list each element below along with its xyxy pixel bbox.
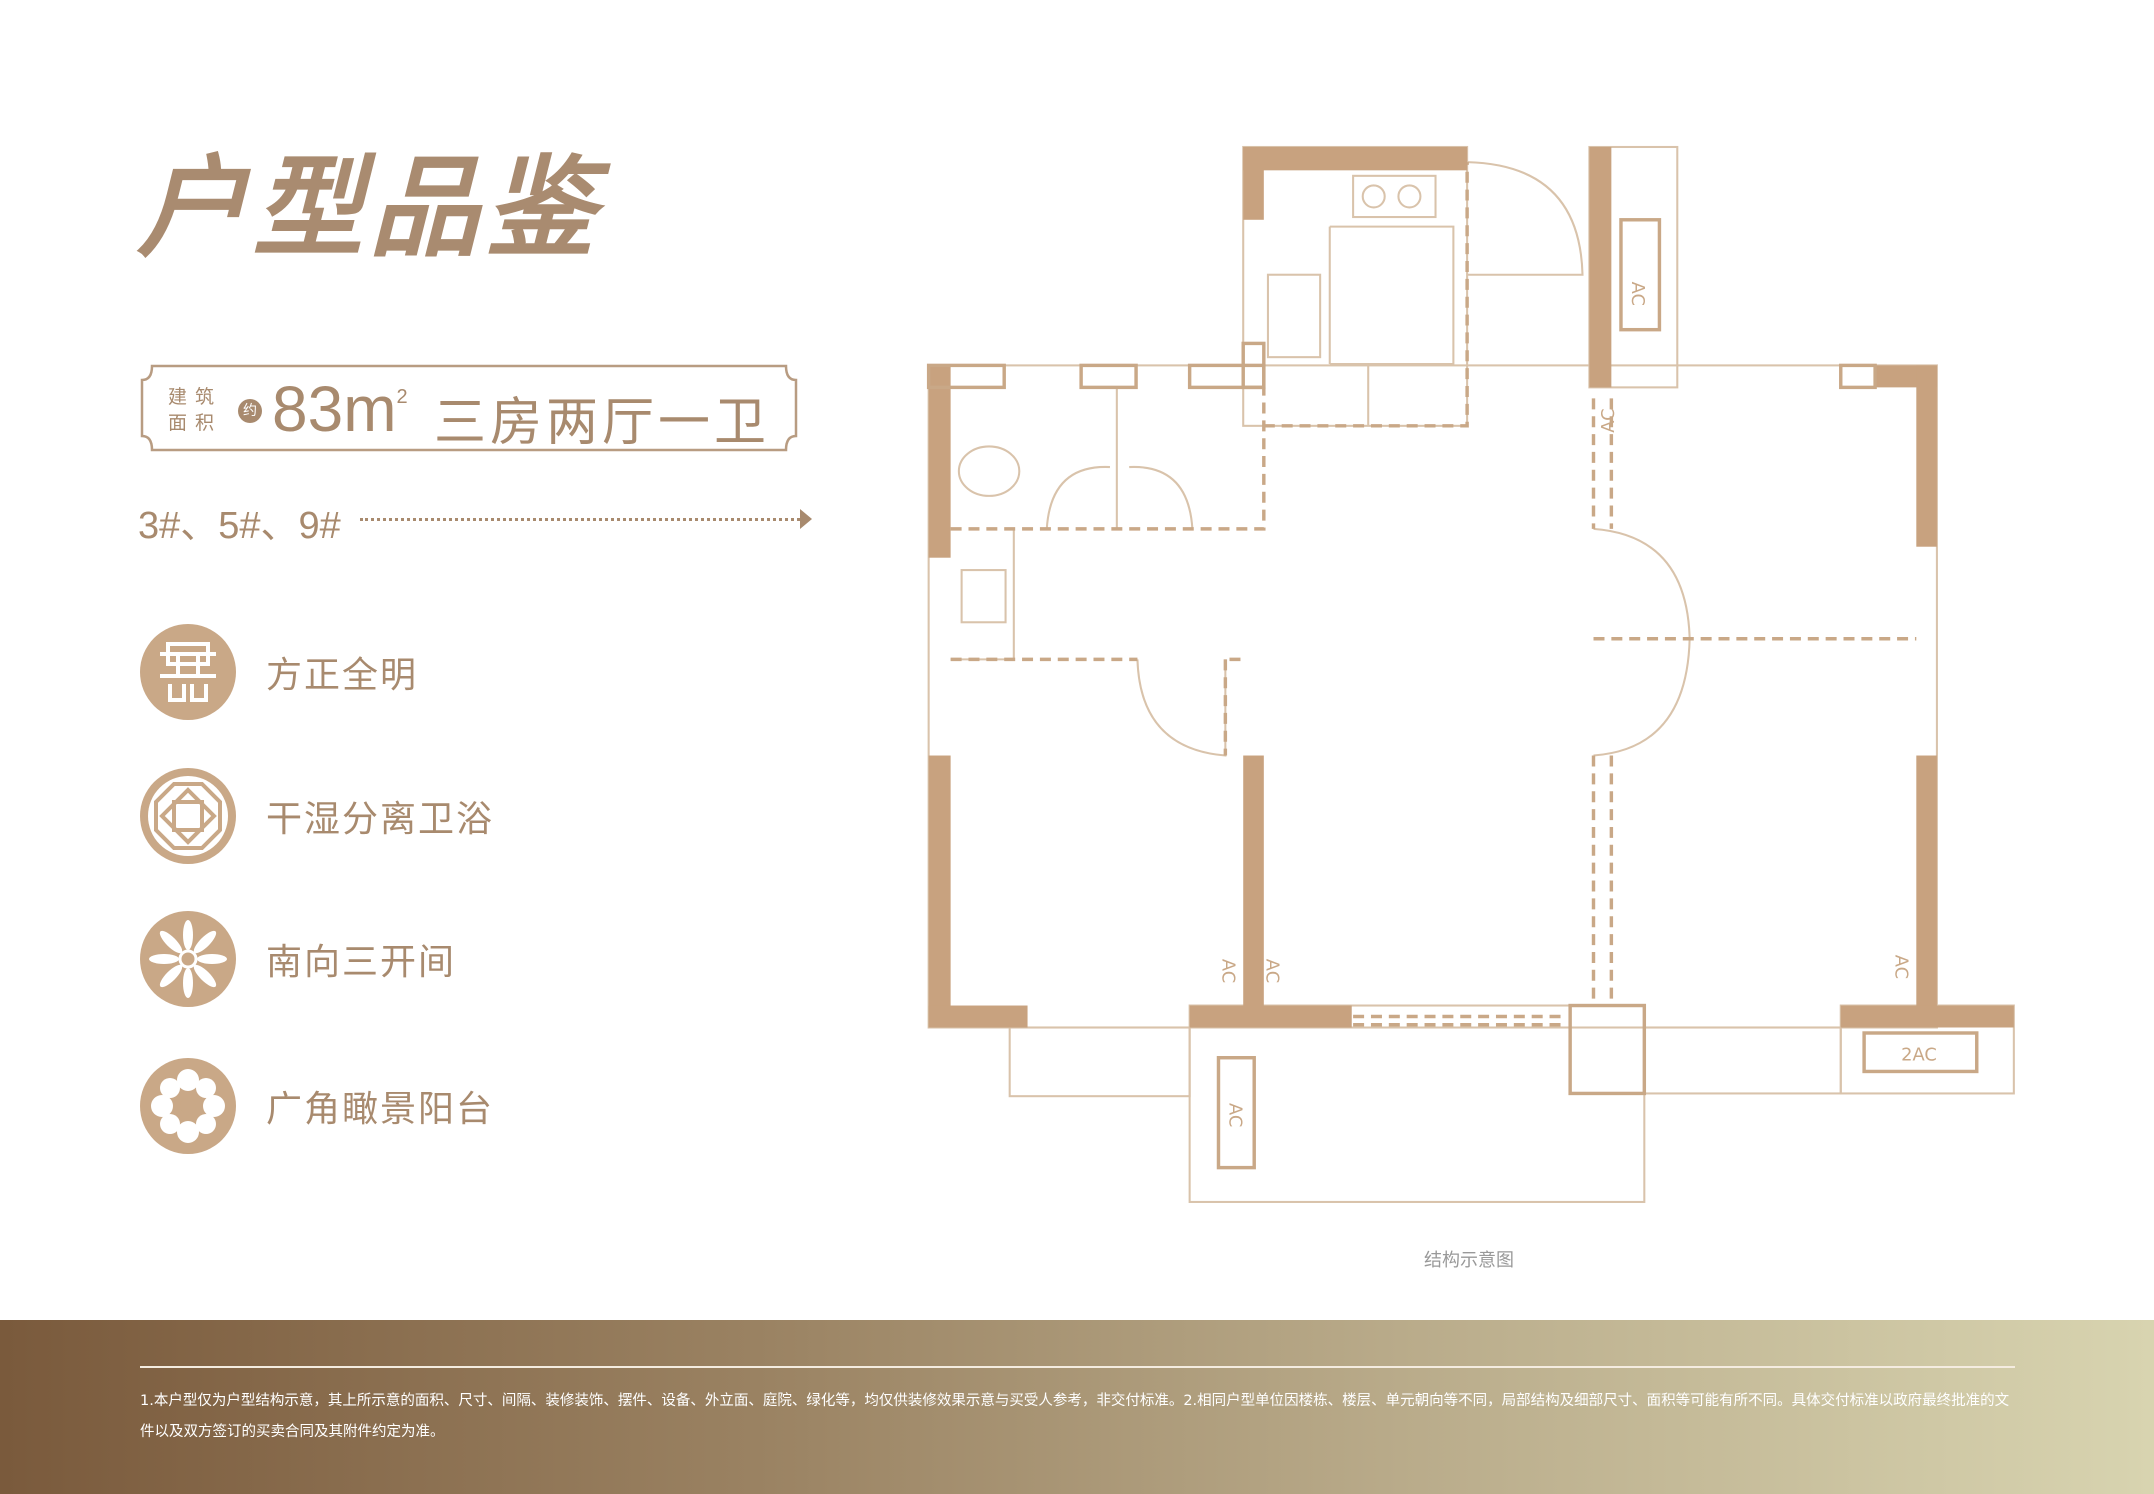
layout-type: 三房两厅一卫 [434,393,771,453]
feature-label: 干湿分离卫浴 [266,799,495,840]
feature-label: 广角瞰景阳台 [266,1089,495,1130]
area-number: 83m [272,373,397,445]
ac-label: AC [1218,959,1239,983]
feature-item: 广角瞰景阳台 [140,1058,494,1154]
disclaimer-text: 1.本户型仅为户型结构示意，其上所示意的面积、尺寸、间隔、装修装饰、摆件、设备、… [140,1393,2010,1440]
ac-label: AC [1891,955,1912,979]
area-value: 83m2 [272,372,408,446]
approx-badge: 约 [238,399,262,423]
ac-label: AC [1598,408,1619,432]
sunflower-icon [140,911,236,1007]
footer-divider [140,1366,2015,1368]
page-title: 户型品鉴 [137,143,601,272]
feature-item: 方正全明 [140,624,418,720]
badge-frame [140,364,798,452]
lotus-flower-icon [140,1058,236,1154]
area-label: 建筑面积 [168,386,223,434]
ac-label: AC [1224,1103,1245,1127]
footer-disclaimer: 1.本户型仅为户型结构示意，其上所示意的面积、尺寸、间隔、装修装饰、摆件、设备、… [0,1320,2154,1494]
arrow-right-icon [800,509,812,529]
dotted-divider [360,518,800,521]
feature-label: 南向三开间 [266,942,457,983]
area-sup: 2 [396,386,408,408]
ac-label: AC [1627,282,1648,306]
feature-item: 干湿分离卫浴 [140,768,494,864]
shou-pattern-icon [140,624,236,720]
ac-label: 2AC [1901,1044,1937,1065]
building-numbers: 3#、5#、9# [138,505,341,547]
area-badge: 建筑面积 约 83m2 三房两厅一卫 [138,362,800,454]
ac-label: AC [1262,959,1283,983]
feature-item: 南向三开间 [140,911,456,1007]
feature-label: 方正全明 [266,655,419,696]
plan-caption: 结构示意图 [1424,1250,1514,1271]
octagon-window-icon [140,768,236,864]
